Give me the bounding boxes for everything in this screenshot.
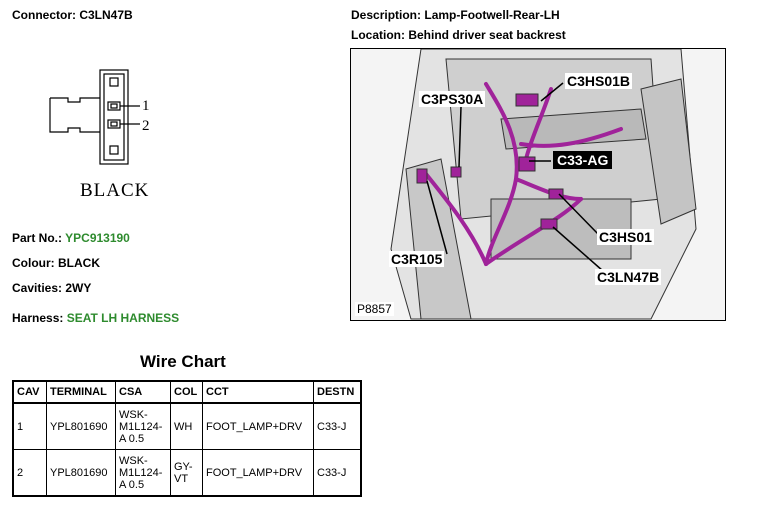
- header-cav: CAV: [12, 380, 47, 404]
- cell-csa: WSK-M1L124-A 0.5: [115, 402, 171, 450]
- table-row: 2 YPL801690 WSK-M1L124-A 0.5 GY-VT FOOT_…: [12, 449, 362, 497]
- cell-cav: 2: [12, 449, 47, 497]
- header-cct: CCT: [202, 380, 314, 404]
- cell-cct: FOOT_LAMP+DRV: [202, 402, 314, 450]
- connector-color-caption: BLACK: [80, 180, 150, 201]
- callout-c3r105: C3R105: [389, 251, 445, 267]
- table-row: 1 YPL801690 WSK-M1L124-A 0.5 WH FOOT_LAM…: [12, 402, 362, 450]
- seat-harness-illustration: [390, 49, 697, 320]
- cell-destn: C33-J: [313, 402, 362, 450]
- connector-value: C3LN47B: [79, 8, 133, 22]
- table-header-row: CAV TERMINAL CSA COL CCT DESTN: [12, 380, 362, 404]
- location-value: Behind driver seat backrest: [408, 28, 566, 42]
- pin-2-label: 2: [142, 118, 150, 134]
- header-col: COL: [170, 380, 203, 404]
- header-terminal: TERMINAL: [46, 380, 116, 404]
- callout-c3hs01b: C3HS01B: [565, 73, 633, 89]
- cell-terminal: YPL801690: [46, 449, 116, 497]
- wire-chart-title: Wire Chart: [140, 352, 226, 371]
- callout-c3ln47b: C3LN47B: [595, 269, 662, 285]
- location-photo: C3HS01B C3PS30A C33-AG C3HS01 C3R105 C3L…: [350, 48, 726, 321]
- cavities-label: Cavities:: [12, 281, 63, 295]
- cell-col: GY-VT: [170, 449, 203, 497]
- header-destn: DESTN: [313, 380, 362, 404]
- harness-line: Harness: SEAT LH HARNESS: [12, 311, 179, 325]
- cell-cct: FOOT_LAMP+DRV: [202, 449, 314, 497]
- connector-label: Connector:: [12, 8, 76, 22]
- cell-cav: 1: [12, 402, 47, 450]
- photo-reference: P8857: [355, 302, 394, 316]
- description-label: Description:: [351, 8, 422, 22]
- part-no-label: Part No.:: [12, 231, 63, 245]
- callout-c33-ag: C33-AG: [553, 151, 613, 169]
- part-no-line: Part No.: YPC913190: [12, 231, 130, 245]
- cell-terminal: YPL801690: [46, 402, 116, 450]
- description-value: Lamp-Footwell-Rear-LH: [424, 8, 560, 22]
- cell-destn: C33-J: [313, 449, 362, 497]
- header-csa: CSA: [115, 380, 171, 404]
- pin-1-label: 1: [142, 98, 150, 114]
- callout-c3hs01: C3HS01: [597, 229, 654, 245]
- cavities-line: Cavities: 2WY: [12, 281, 91, 295]
- callout-c3ps30a: C3PS30A: [419, 91, 486, 107]
- connector-line: Connector: C3LN47B: [12, 8, 133, 22]
- location-line: Location: Behind driver seat backrest: [351, 28, 566, 42]
- location-label: Location:: [351, 28, 405, 42]
- cavities-value: 2WY: [65, 281, 92, 295]
- wire-chart-table: CAV TERMINAL CSA COL CCT DESTN 1 YPL8016…: [12, 380, 362, 497]
- cell-csa: WSK-M1L124-A 0.5: [115, 449, 171, 497]
- connector-face-diagram: 1 2: [49, 69, 150, 165]
- cell-col: WH: [170, 402, 203, 450]
- colour-value: BLACK: [58, 256, 100, 270]
- colour-line: Colour: BLACK: [12, 256, 100, 270]
- description-line: Description: Lamp-Footwell-Rear-LH: [351, 8, 560, 22]
- harness-value: SEAT LH HARNESS: [66, 311, 180, 325]
- colour-label: Colour:: [12, 256, 55, 270]
- harness-label: Harness:: [12, 311, 64, 325]
- part-no-value: YPC913190: [65, 231, 130, 245]
